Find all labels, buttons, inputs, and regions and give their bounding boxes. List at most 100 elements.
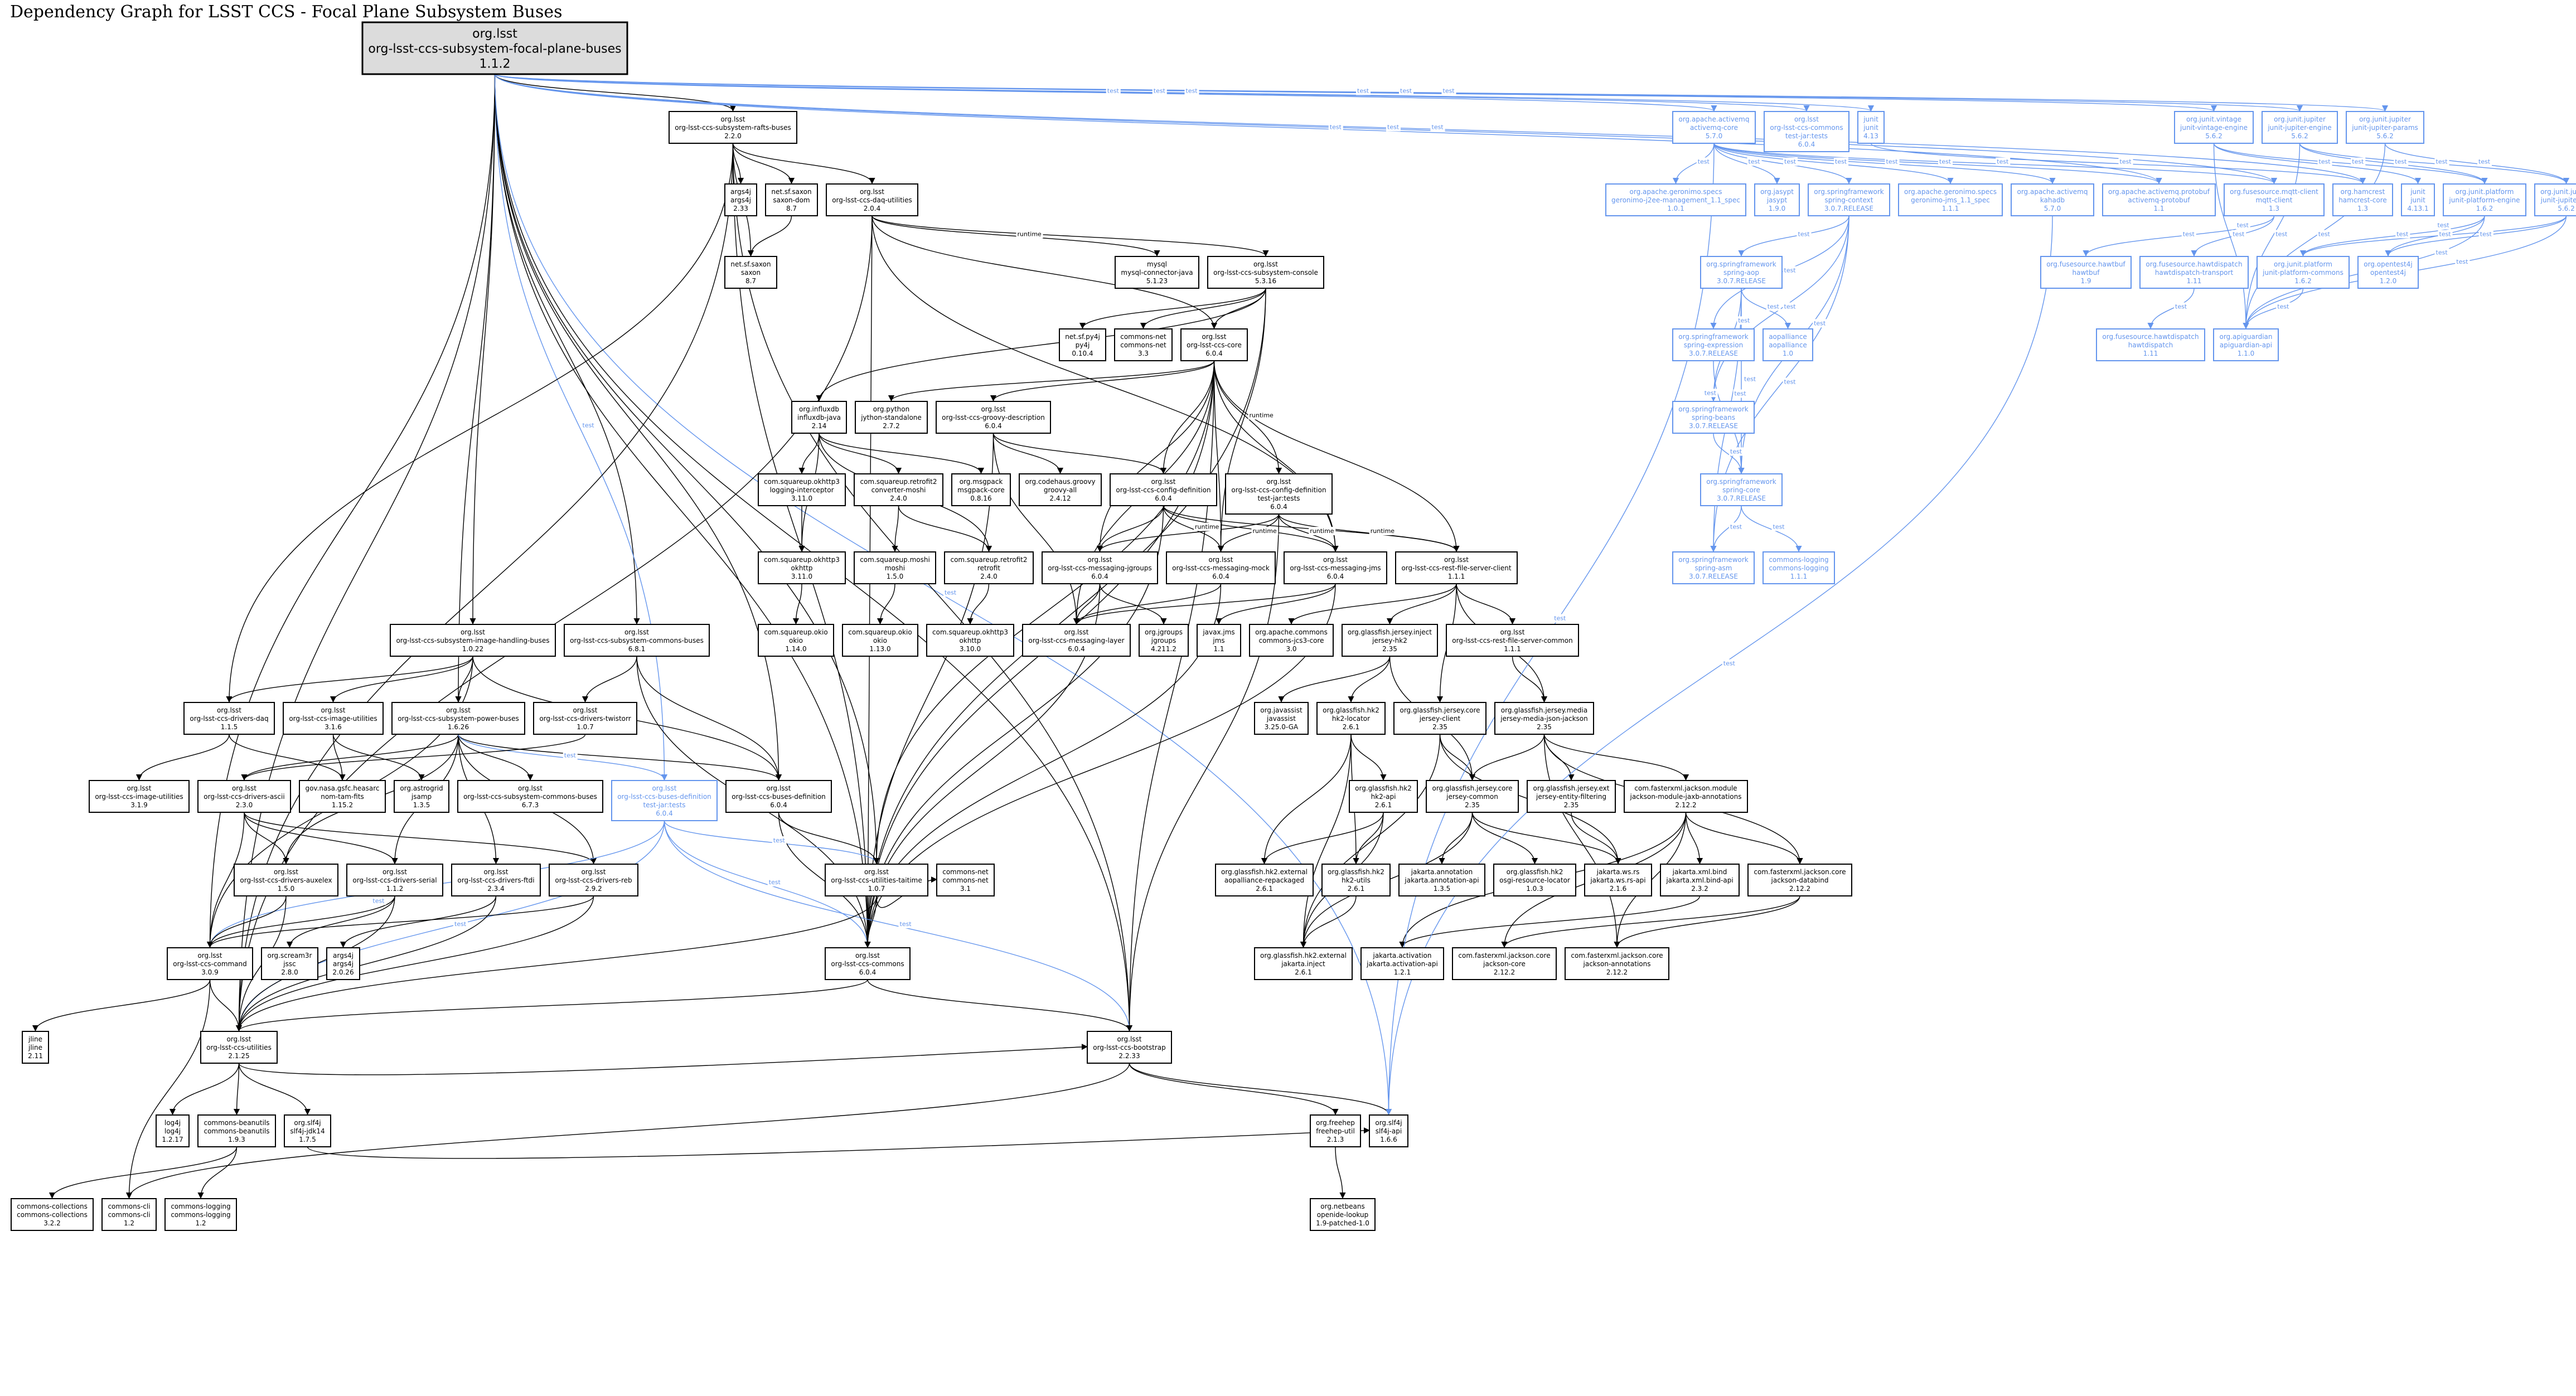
artifact-node[interactable]: com.fasterxml.jackson.modulejackson-modu… xyxy=(1624,780,1748,813)
artifact-node[interactable]: org.glassfish.hk2.externalaopalliance-re… xyxy=(1215,864,1314,896)
artifact-node[interactable]: org.lsstorg-lsst-ccs-groovy-description6… xyxy=(936,401,1051,434)
artifact-node[interactable]: org.springframeworkspring-expression3.0.… xyxy=(1672,328,1755,361)
artifact-node[interactable]: org.glassfish.jersey.corejersey-client2.… xyxy=(1393,702,1486,735)
artifact-node[interactable]: org.lsstorg-lsst-ccs-subsystem-power-bus… xyxy=(391,702,525,735)
artifact-node[interactable]: org.glassfish.jersey.extjersey-entity-fi… xyxy=(1527,780,1616,813)
artifact-node[interactable]: org.lsstorg-lsst-ccs-image-utilities3.1.… xyxy=(89,780,190,813)
artifact-node[interactable]: org.fusesource.hawtdispatchhawtdispatch1… xyxy=(2096,328,2205,361)
artifact-node[interactable]: commons-collectionscommons-collections3.… xyxy=(11,1198,94,1231)
artifact-node[interactable]: org.springframeworkspring-beans3.0.7.REL… xyxy=(1672,401,1755,434)
artifact-node[interactable]: org.lsstorg-lsst-ccs-drivers-twistorr1.0… xyxy=(533,702,637,735)
artifact-node[interactable]: org.lsstorg-lsst-ccs-drivers-auxelex1.5.… xyxy=(234,864,338,896)
artifact-node[interactable]: org.junit.platformjunit-platform-engine1… xyxy=(2443,183,2526,216)
artifact-node[interactable]: org.lsstorg-lsst-ccs-config-definition6.… xyxy=(1110,473,1217,506)
artifact-node[interactable]: org.lsstorg-lsst-ccs-rest-file-server-cl… xyxy=(1395,551,1518,584)
root-artifact-node[interactable]: org.lsstorg-lsst-ccs-subsystem-focal-pla… xyxy=(361,21,628,75)
artifact-node[interactable]: com.squareup.retrofit2converter-moshi2.4… xyxy=(854,473,943,506)
artifact-node[interactable]: org.apache.geronimo.specsgeronimo-j2ee-m… xyxy=(1605,183,1746,216)
artifact-node[interactable]: org.lsstorg-lsst-ccs-messaging-layer6.0.… xyxy=(1022,624,1131,657)
artifact-node[interactable]: org.apache.activemq.protobufactivemq-pro… xyxy=(2102,183,2216,216)
artifact-node[interactable]: org.junit.vintagejunit-vintage-engine5.6… xyxy=(2174,111,2254,144)
artifact-node[interactable]: com.squareup.okhttp3logging-interceptor3… xyxy=(758,473,846,506)
artifact-node[interactable]: org.lsstorg-lsst-ccs-buses-definition6.0… xyxy=(725,780,832,813)
artifact-node[interactable]: org.lsstorg-lsst-ccs-subsystem-console5.… xyxy=(1207,256,1324,289)
artifact-node[interactable]: org.lsstorg-lsst-ccs-rest-file-server-co… xyxy=(1446,624,1579,657)
artifact-node[interactable]: org.junit.jupiterjunit-jupiter-engine5.6… xyxy=(2262,111,2338,144)
artifact-node[interactable]: org.springframeworkspring-core3.0.7.RELE… xyxy=(1700,473,1783,506)
artifact-node[interactable]: org.lsstorg-lsst-ccs-config-definitionte… xyxy=(1225,473,1333,515)
artifact-node[interactable]: org.springframeworkspring-context3.0.7.R… xyxy=(1808,183,1890,216)
artifact-node[interactable]: org.junit.jupiterjunit-jupiter-params5.6… xyxy=(2346,111,2424,144)
artifact-node[interactable]: org.glassfish.jersey.mediajersey-media-j… xyxy=(1494,702,1594,735)
artifact-node[interactable]: org.lsstorg-lsst-ccs-subsystem-rafts-bus… xyxy=(669,111,797,144)
artifact-node[interactable]: org.springframeworkspring-asm3.0.7.RELEA… xyxy=(1672,551,1755,584)
artifact-node[interactable]: org.lsstorg-lsst-ccs-image-utilities3.1.… xyxy=(283,702,384,735)
artifact-node[interactable]: org.netbeansopenide-lookup1.9-patched-1.… xyxy=(1310,1198,1376,1231)
artifact-node[interactable]: jakarta.xml.bindjakarta.xml.bind-api2.3.… xyxy=(1660,864,1740,896)
artifact-node[interactable]: org.apache.geronimo.specsgeronimo-jms_1.… xyxy=(1898,183,2003,216)
artifact-node[interactable]: com.fasterxml.jackson.corejackson-databi… xyxy=(1747,864,1852,896)
artifact-node[interactable]: com.fasterxml.jackson.corejackson-annota… xyxy=(1565,947,1669,980)
artifact-node[interactable]: jakarta.activationjakarta.activation-api… xyxy=(1360,947,1444,980)
artifact-node[interactable]: org.lsstorg-lsst-ccs-commonstest-jar:tes… xyxy=(1764,111,1849,152)
artifact-node[interactable]: jakarta.annotationjakarta.annotation-api… xyxy=(1398,864,1485,896)
artifact-node[interactable]: org.lsstorg-lsst-ccs-subsystem-commons-b… xyxy=(457,780,603,813)
artifact-node[interactable]: org.springframeworkspring-aop3.0.7.RELEA… xyxy=(1700,256,1783,289)
artifact-node[interactable]: com.fasterxml.jackson.corejackson-core2.… xyxy=(1452,947,1557,980)
artifact-node[interactable]: org.lsstorg-lsst-ccs-subsystem-image-han… xyxy=(390,624,556,657)
artifact-node[interactable]: org.lsstorg-lsst-ccs-messaging-jgroups6.… xyxy=(1042,551,1158,584)
artifact-node[interactable]: org.glassfish.jersey.injectjersey-hk22.3… xyxy=(1342,624,1438,657)
artifact-node[interactable]: org.glassfish.hk2.externaljakarta.inject… xyxy=(1254,947,1353,980)
